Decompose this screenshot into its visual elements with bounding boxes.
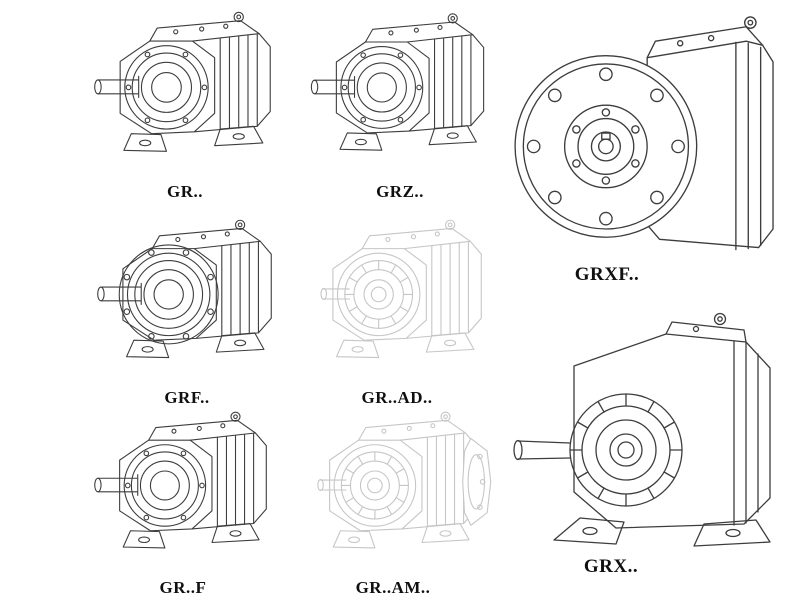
figure-label-grz: GRZ..	[376, 182, 424, 201]
figure-label-gr-f: GR..F	[159, 578, 207, 597]
figure-label-gr: GR..	[167, 182, 203, 201]
figure-gr-am: GR..AM..	[290, 404, 496, 598]
gr-am-gearbox-drawing	[290, 404, 496, 576]
grz-gearbox-drawing	[300, 4, 500, 180]
gr-ad-gearbox-drawing	[294, 212, 500, 386]
grx-gearbox-drawing	[513, 312, 771, 547]
gr-f-gearbox-drawing	[80, 404, 286, 576]
figure-grxf: GRXF..	[492, 2, 792, 286]
figure-label-gr-ad: GR..AD..	[361, 388, 433, 407]
figure-grf: GRF..	[84, 212, 290, 408]
figure-gr-ad: GR..AD..	[294, 212, 500, 408]
figure-label-grf: GRF..	[164, 388, 210, 407]
grxf-gearbox-drawing	[514, 16, 774, 251]
grf-gearbox-drawing	[84, 212, 290, 386]
figure-grz: GRZ..	[300, 4, 500, 202]
gr-gearbox-drawing	[82, 4, 288, 180]
figure-grx: GRX..	[492, 302, 790, 578]
figure-gr-f: GR..F	[80, 404, 286, 598]
figure-gr: GR..	[82, 4, 288, 202]
figure-label-grx: GRX..	[583, 556, 639, 577]
figure-label-grxf: GRXF..	[574, 264, 640, 285]
figure-label-gr-am: GR..AM..	[355, 578, 431, 597]
